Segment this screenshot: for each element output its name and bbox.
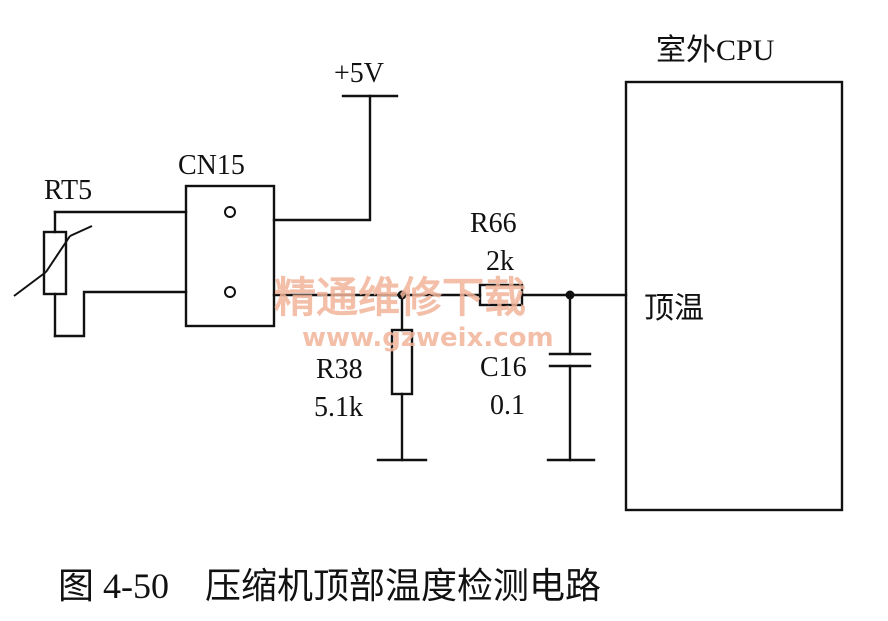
figure-caption: 图 4-50 压缩机顶部温度检测电路: [58, 566, 601, 606]
cpu-pin-label: 顶温: [644, 292, 704, 325]
watermark-url: www.gzweix.com: [302, 323, 554, 353]
watermark-text: 精通维修下载: [274, 273, 526, 322]
vcc-supply: [272, 94, 399, 222]
cn15-label: CN15: [178, 150, 245, 181]
r38-value-label: 5.1k: [314, 392, 363, 423]
cpu-title: 室外CPU: [656, 34, 775, 67]
r38-name-label: R38: [316, 354, 363, 385]
capacitor-c16: [546, 293, 596, 462]
r66-name-label: R66: [470, 208, 517, 239]
thermistor-rt5: [13, 210, 93, 338]
connector-cn15: [184, 184, 276, 328]
resistor-r66: [478, 283, 524, 307]
wire-rt5-bottom: [53, 290, 188, 338]
rt5-label: RT5: [44, 175, 92, 206]
r66-value-label: 2k: [486, 246, 514, 277]
c16-name-label: C16: [480, 352, 527, 383]
pin-1-icon: [224, 206, 236, 218]
resistor-r38: [376, 293, 428, 462]
c16-value-label: 0.1: [490, 390, 525, 421]
vcc-label: +5V: [334, 58, 384, 89]
pin-2-icon: [224, 286, 236, 298]
cpu-block: [624, 80, 844, 512]
